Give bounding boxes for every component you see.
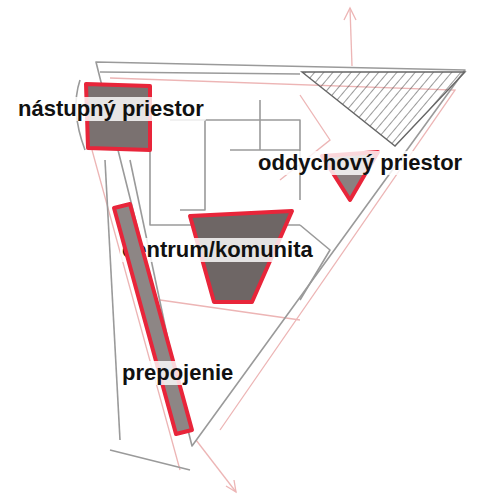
zone-outline bbox=[111, 201, 238, 437]
space-label: oddychový priestor bbox=[256, 151, 464, 175]
space-label: centrum/komunita bbox=[120, 238, 315, 262]
space-label: nástupný priestor bbox=[16, 97, 206, 121]
entry-space: nástupný priestor bbox=[13, 81, 209, 153]
zone-shape bbox=[114, 204, 192, 434]
connection-band: prepojenie bbox=[111, 201, 238, 437]
rest-space: oddychový priestor bbox=[253, 148, 467, 203]
space-label: prepojenie bbox=[120, 361, 235, 385]
